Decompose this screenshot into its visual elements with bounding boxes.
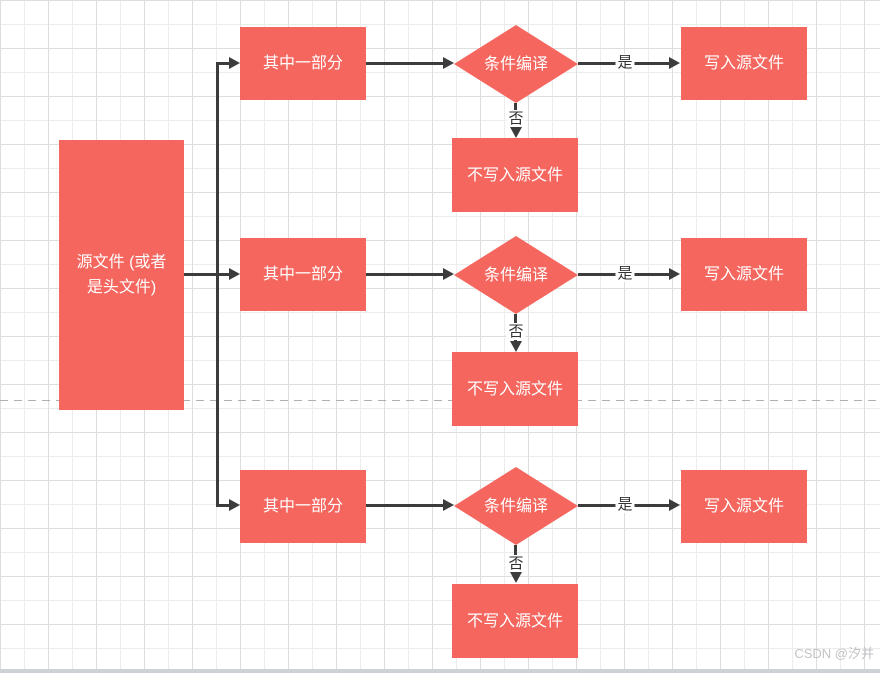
arrowhead bbox=[510, 127, 522, 138]
part-node-3-label: 其中一部分 bbox=[262, 498, 343, 515]
arrowhead bbox=[669, 57, 680, 69]
part-node-1[interactable]: 其中一部分 bbox=[240, 27, 366, 100]
arrowhead bbox=[229, 268, 240, 280]
write-node-3-label: 写入源文件 bbox=[703, 498, 784, 515]
arrowhead bbox=[229, 499, 240, 511]
source-node[interactable]: 源文件 (或者是头文件) bbox=[59, 140, 184, 410]
part-node-1-label: 其中一部分 bbox=[262, 55, 343, 72]
horizontal-scrollbar[interactable] bbox=[0, 669, 880, 673]
no-edge-label-3: 否 bbox=[506, 555, 526, 572]
source-node-label: 源文件 (或者是头文件) bbox=[76, 254, 167, 296]
no-write-node-3[interactable]: 不写入源文件 bbox=[452, 584, 578, 658]
arrowhead bbox=[229, 57, 240, 69]
write-node-1-label: 写入源文件 bbox=[703, 55, 784, 72]
no-write-node-3-label: 不写入源文件 bbox=[466, 612, 563, 630]
arrowhead bbox=[443, 268, 454, 280]
connector-line bbox=[184, 273, 229, 276]
connector-line bbox=[366, 504, 444, 507]
page-separator bbox=[0, 400, 880, 401]
no-write-node-1[interactable]: 不写入源文件 bbox=[452, 138, 578, 212]
decision-node-3-label: 条件编译 bbox=[483, 497, 548, 515]
connector-line bbox=[216, 62, 219, 507]
arrowhead bbox=[510, 572, 522, 583]
arrowhead bbox=[669, 499, 680, 511]
decision-node-1[interactable]: 条件编译 bbox=[454, 25, 578, 103]
no-edge-label-2: 否 bbox=[506, 323, 526, 340]
write-node-2[interactable]: 写入源文件 bbox=[681, 238, 807, 311]
write-node-3[interactable]: 写入源文件 bbox=[681, 470, 807, 543]
write-node-2-label: 写入源文件 bbox=[703, 266, 784, 283]
no-write-node-2-label: 不写入源文件 bbox=[466, 380, 563, 398]
write-node-1[interactable]: 写入源文件 bbox=[681, 27, 807, 100]
decision-node-2[interactable]: 条件编译 bbox=[454, 236, 578, 314]
arrowhead bbox=[443, 57, 454, 69]
arrowhead bbox=[669, 268, 680, 280]
arrowhead bbox=[510, 341, 522, 352]
connector-line bbox=[217, 504, 229, 507]
decision-node-2-label: 条件编译 bbox=[483, 266, 548, 284]
no-edge-label-1: 否 bbox=[506, 110, 526, 127]
connector-line bbox=[366, 273, 444, 276]
part-node-2-label: 其中一部分 bbox=[262, 266, 343, 283]
decision-node-3[interactable]: 条件编译 bbox=[454, 467, 578, 545]
yes-edge-label-1: 是 bbox=[615, 54, 635, 71]
part-node-3[interactable]: 其中一部分 bbox=[240, 470, 366, 543]
arrowhead bbox=[443, 499, 454, 511]
connector-line bbox=[217, 62, 229, 65]
watermark-text: CSDN @汐并 bbox=[794, 646, 874, 661]
yes-edge-label-3: 是 bbox=[615, 496, 635, 513]
part-node-2[interactable]: 其中一部分 bbox=[240, 238, 366, 311]
yes-edge-label-2: 是 bbox=[615, 265, 635, 282]
no-write-node-1-label: 不写入源文件 bbox=[466, 166, 563, 184]
no-write-node-2[interactable]: 不写入源文件 bbox=[452, 352, 578, 426]
decision-node-1-label: 条件编译 bbox=[483, 55, 548, 73]
connector-line bbox=[366, 62, 444, 65]
